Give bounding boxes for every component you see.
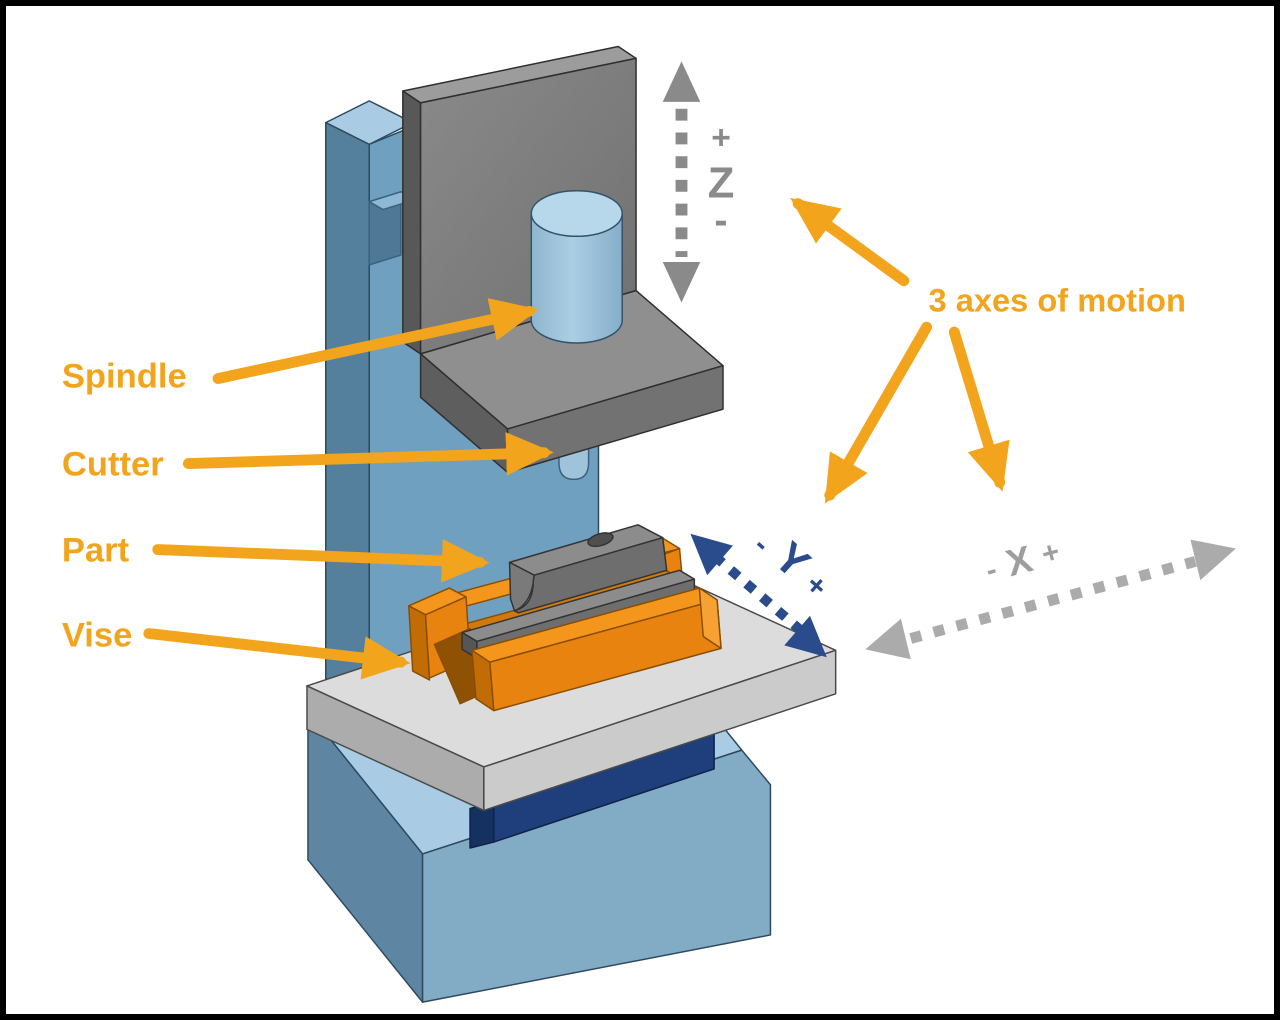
- z-axis-letter: Z: [708, 160, 735, 208]
- caption-arrow-to-x: [948, 326, 1010, 492]
- x-axis-plus-label: +: [1038, 535, 1063, 571]
- y-axis-plus-label: +: [799, 568, 834, 604]
- z-axis-minus-label: -: [714, 198, 727, 242]
- y-axis-arrowhead-front: [784, 615, 827, 658]
- x-axis-minus-label: -: [982, 553, 1000, 587]
- caption-arrow-to-z: [790, 197, 910, 287]
- vise-leader-arrow: [143, 628, 411, 680]
- x-axis-dashes: [909, 556, 1197, 644]
- vise-label: Vise: [62, 616, 133, 654]
- y-axis-minus-label: -: [747, 529, 776, 560]
- spindle-label: Spindle: [62, 357, 187, 395]
- vise-front-wall-left-end: [471, 649, 495, 712]
- part-notch-groove: [587, 532, 614, 548]
- spindle-cylinder-top: [530, 190, 623, 237]
- cutter-leader-arrow: [182, 432, 554, 476]
- machine-saddle: [469, 728, 715, 849]
- callout-leader-arrows: [143, 298, 554, 680]
- cnc-mill-3-axis-diagram: + Z - - Y + - X + Spind: [62, 45, 1236, 1003]
- head-plate-left-face: [402, 90, 422, 355]
- table-front-right-face: [483, 649, 837, 812]
- column-left-face: [325, 121, 370, 699]
- y-axis-arrowhead-back: [690, 533, 733, 576]
- part-leader-arrow: [152, 539, 490, 583]
- caption-arrow-to-y: [824, 321, 933, 504]
- x-axis-letter: X: [1002, 537, 1037, 584]
- vise-front-wall-right-end: [698, 587, 722, 650]
- x-axis-arrowhead-right: [1190, 539, 1236, 581]
- x-axis-arrow: - X +: [865, 535, 1236, 660]
- cutter-label: Cutter: [62, 445, 164, 483]
- z-axis-arrowhead-down: [662, 261, 701, 303]
- spindle-head-slab: [419, 289, 724, 474]
- axes-caption-group: 3 axes of motion: [790, 197, 1186, 504]
- part-upper-front-face: [513, 536, 668, 614]
- part-label: Part: [62, 531, 130, 569]
- spindle-leader-arrow: [212, 298, 539, 384]
- x-axis-arrowhead-left: [865, 618, 911, 660]
- z-axis-arrowhead-up: [662, 61, 701, 102]
- vise-left-wall-side: [408, 605, 431, 681]
- axes-caption: 3 axes of motion: [929, 281, 1186, 318]
- spindle-cylinder: [530, 190, 623, 344]
- vise-front-wall: [471, 587, 722, 712]
- z-axis-plus-label: +: [711, 119, 731, 156]
- z-axis-arrow: + Z -: [662, 61, 735, 303]
